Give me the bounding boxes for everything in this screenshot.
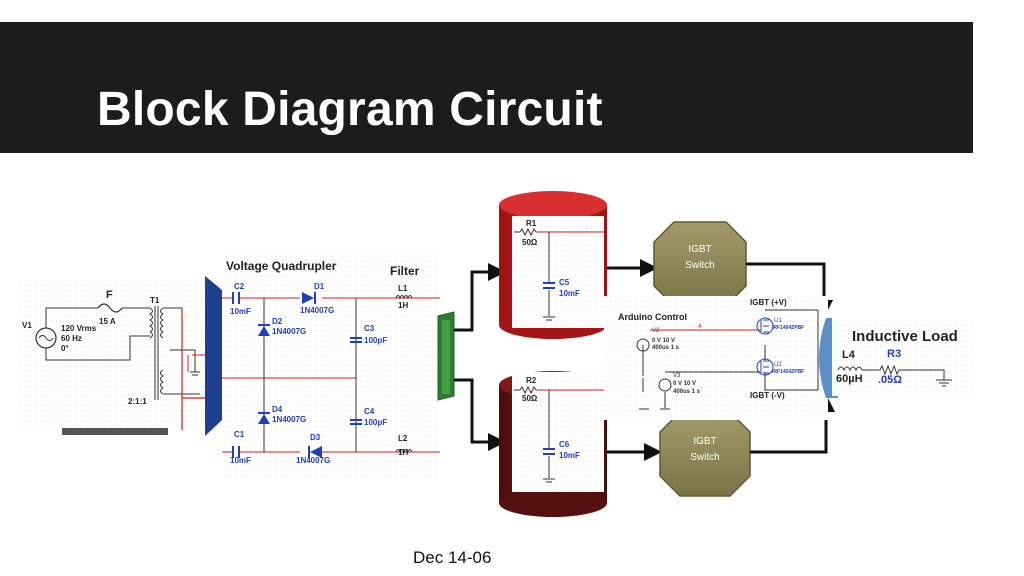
igbt-top-label-2: Switch [685, 260, 714, 271]
mosfet-icon [756, 358, 774, 376]
v2-ref: V2 [652, 328, 660, 334]
d3-value: 1N4007G [296, 456, 330, 465]
igbt-bottom-label-2: Switch [690, 452, 719, 463]
arduino-heading: Arduino Control [618, 312, 687, 322]
arrow-to-bottom-branch [454, 378, 506, 451]
source-voltage: 120 Vrms [61, 324, 97, 333]
r1-ref: R1 [526, 219, 537, 228]
filter-heading: Filter [390, 264, 420, 278]
source-phase: 0° [61, 344, 69, 353]
igbt-pos-label: IGBT (+V) [750, 298, 787, 307]
mosfet-icon [756, 317, 774, 335]
d3-ref: D3 [310, 433, 321, 442]
fuse-ref: F [106, 289, 113, 301]
inductor-icon [837, 366, 863, 372]
igbt-switch-bottom: IGBT Switch [659, 411, 751, 497]
d4-ref: D4 [272, 405, 283, 414]
inductor-icon [395, 295, 413, 300]
resistor-icon [519, 385, 537, 395]
input-stage-panel: V1 120 Vrms 60 Hz 0° F 15 A T1 2:1:1 [18, 277, 218, 435]
u2-part: IRF1404ZPBF [772, 369, 804, 375]
igbt-bottom-label-1: IGBT [693, 436, 716, 447]
c1-value: 10mF [230, 456, 251, 465]
c4-ref: C4 [364, 407, 375, 416]
igbt-switch-top: IGBT Switch [653, 221, 747, 307]
slide-title: Block Diagram Circuit [97, 83, 603, 136]
l4-value: 60µH [836, 373, 863, 385]
r3-ref: R3 [887, 348, 901, 360]
slide-date: Dec 14-06 [413, 548, 492, 567]
transformer-ref: T1 [150, 296, 160, 305]
rc-top-panel: R1 50Ω C5 10mF [512, 216, 604, 328]
c5-ref: C5 [559, 278, 570, 287]
d2-value: 1N4007G [272, 327, 306, 336]
fuse-icon [97, 303, 123, 313]
c3-value: 100pF [364, 336, 387, 345]
d1-value: 1N4007G [300, 306, 334, 315]
r2-value: 50Ω [522, 394, 538, 403]
blue-divider-panel [205, 276, 222, 436]
capacitor-icon [232, 292, 362, 458]
c1-ref: C1 [234, 430, 245, 439]
source-ref: V1 [22, 321, 32, 330]
u2-ref: U2 [774, 362, 782, 368]
rc-bottom-panel: R2 50Ω C6 10mF [512, 372, 604, 492]
r3-value: .05Ω [878, 374, 902, 386]
c2-ref: C2 [234, 282, 245, 291]
igbt-neg-label: IGBT (-V) [750, 391, 785, 400]
pulse-source-icon [636, 338, 650, 352]
igbt-top-label-1: IGBT [688, 244, 711, 255]
v2-value-2: 400us 1 s [652, 345, 680, 351]
c6-ref: C6 [559, 440, 570, 449]
l4-ref: L4 [842, 349, 856, 361]
transformer-ratio: 2:1:1 [128, 397, 147, 406]
fuse-rating: 15 A [99, 317, 116, 326]
quadrupler-panel: Voltage Quadrupler Filter C2 10mF D1 1N4… [222, 254, 440, 480]
u1-part: IRF1404ZPBF [772, 325, 804, 331]
d2-ref: D2 [272, 317, 283, 326]
l1-ref: L1 [398, 284, 408, 293]
d1-ref: D1 [314, 282, 325, 291]
u1-ref: U1 [774, 318, 782, 324]
v3-value-1: 0 V 10 V [673, 381, 696, 387]
pulse-source-icon [658, 378, 672, 392]
resistor-icon [879, 364, 900, 376]
quadrupler-heading: Voltage Quadrupler [226, 259, 337, 273]
transformer-icon [149, 306, 200, 400]
arduino-control-panel: Arduino Control IGBT (+V) IGBT (-V) V2 0… [604, 296, 828, 420]
v3-value-2: 400us 1 s [673, 389, 701, 395]
net-label: 4 [698, 324, 702, 330]
v2-value-1: 0 V 10 V [652, 338, 675, 344]
inductive-load-panel: Inductive Load L4 60µH R3 .05Ω [819, 318, 972, 398]
l1-value: 1H [398, 301, 408, 310]
c2-value: 10mF [230, 307, 251, 316]
l2-value: 1H [398, 448, 408, 457]
r1-value: 50Ω [522, 238, 538, 247]
c4-value: 100pF [364, 418, 387, 427]
c6-value: 10mF [559, 451, 580, 460]
c5-value: 10mF [559, 289, 580, 298]
d4-value: 1N4007G [272, 415, 306, 424]
inductor-icon [395, 449, 413, 454]
l2-ref: L2 [398, 434, 408, 443]
arrow-to-top-branch [454, 263, 506, 332]
v3-ref: V3 [673, 373, 681, 379]
source-frequency: 60 Hz [61, 334, 82, 343]
title-bar [0, 22, 973, 153]
r2-ref: R2 [526, 376, 537, 385]
inductive-load-heading: Inductive Load [852, 328, 958, 345]
c3-ref: C3 [364, 324, 375, 333]
resistor-icon [519, 227, 537, 237]
diode-icon [258, 292, 322, 458]
